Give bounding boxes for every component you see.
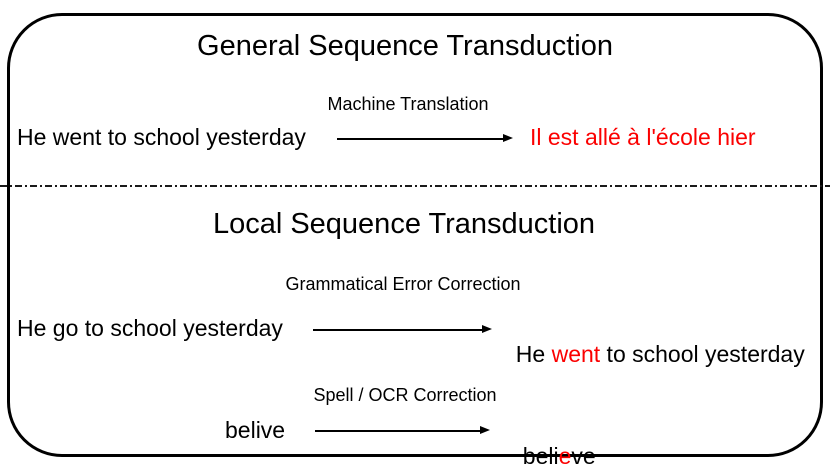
spell-source-text: belive <box>225 417 286 443</box>
right-arrow-icon <box>313 325 492 333</box>
grammatical-error-correction-label: Grammatical Error Correction <box>285 274 521 294</box>
spell-target-correction: e <box>558 443 572 470</box>
gec-target-part: He <box>515 341 552 368</box>
right-arrow-icon <box>315 426 490 434</box>
right-arrow-icon <box>337 134 513 142</box>
gec-source-text: He go to school yesterday <box>17 315 283 341</box>
mt-target-text: Il est allé à l'école hier <box>530 124 756 150</box>
local-section-title: Local Sequence Transduction <box>212 208 596 240</box>
mt-source-text: He went to school yesterday <box>17 124 306 150</box>
general-section-title: General Sequence Transduction <box>197 30 613 62</box>
spell-target-part: beli <box>522 443 559 470</box>
spell-ocr-correction-label: Spell / OCR Correction <box>313 385 497 405</box>
gec-target-part: to school yesterday <box>600 341 805 368</box>
dash-dot-divider <box>0 185 830 187</box>
machine-translation-label: Machine Translation <box>327 94 489 114</box>
gec-target-correction: went <box>551 341 601 368</box>
spell-target-part: ve <box>571 443 596 470</box>
gec-target-text: He went to school yesterday <box>503 315 805 368</box>
rounded-frame <box>7 13 823 457</box>
spell-target-text: believe <box>510 417 596 470</box>
